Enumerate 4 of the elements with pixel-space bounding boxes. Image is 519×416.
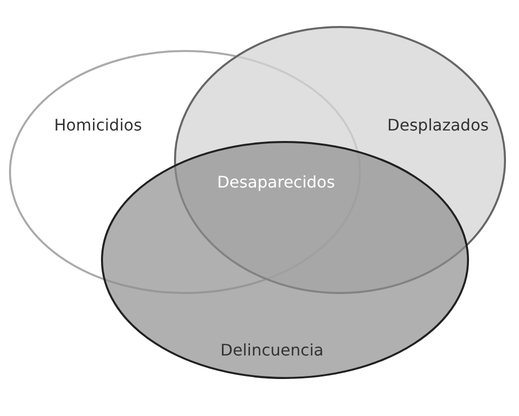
intersection-label: Desaparecidos	[217, 172, 335, 192]
set-label: Delincuencia	[220, 340, 324, 360]
set-label: Desplazados	[387, 116, 489, 134]
set-label: Homicidios	[54, 116, 142, 134]
